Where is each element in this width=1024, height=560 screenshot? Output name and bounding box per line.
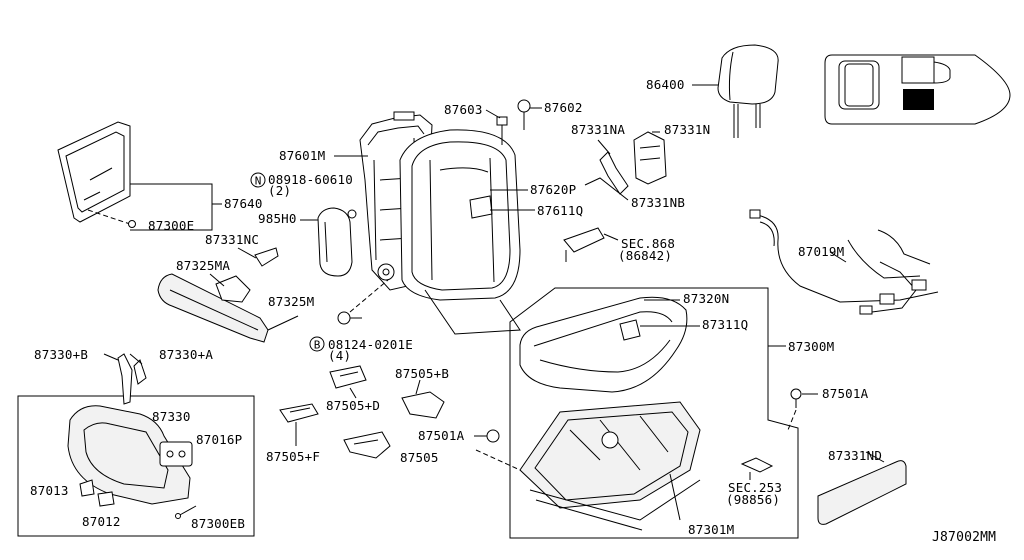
label-87331N: 87331N bbox=[664, 122, 711, 137]
circle-marker-n-text: N bbox=[255, 175, 262, 188]
label-87311Q: 87311Q bbox=[702, 317, 749, 332]
circle-marker-b-text: B bbox=[314, 339, 321, 352]
label-87013: 87013 bbox=[30, 483, 69, 498]
side-shield-group-box bbox=[17, 395, 255, 537]
label-87016P: 87016P bbox=[196, 432, 243, 447]
label-985H0: 985H0 bbox=[258, 211, 297, 226]
label-87019M: 87019M bbox=[798, 244, 845, 259]
label-08124-qty: (4) bbox=[328, 348, 352, 363]
clip-87501A-right bbox=[787, 388, 818, 431]
label-08918-qty: (2) bbox=[268, 183, 292, 198]
seat-frame-87301M bbox=[475, 401, 701, 531]
seat-cushion-87320N bbox=[519, 296, 700, 393]
label-87325MA: 87325MA bbox=[176, 258, 231, 273]
label-87300E: 87300E bbox=[148, 218, 195, 233]
label-87601M: 87601M bbox=[279, 148, 326, 163]
seatback-cushion bbox=[399, 129, 535, 335]
label-87331NA: 87331NA bbox=[571, 122, 626, 137]
guides-87603-87602 bbox=[485, 99, 542, 145]
label-87331NC: 87331NC bbox=[205, 232, 260, 247]
headrest-86400 bbox=[692, 44, 779, 138]
sensor-sec253 bbox=[740, 457, 774, 480]
label-87640: 87640 bbox=[224, 196, 263, 211]
side-cover-87325M bbox=[157, 273, 299, 343]
label-87325M: 87325M bbox=[268, 294, 315, 309]
airbag-985H0 bbox=[300, 207, 357, 277]
brackets-87330A-87330B bbox=[103, 353, 147, 405]
label-86842: (86842) bbox=[618, 248, 673, 263]
label-87602: 87602 bbox=[544, 100, 583, 115]
belt-buckle-sec868 bbox=[563, 227, 619, 262]
trims-87331NA-N-NB bbox=[584, 131, 667, 201]
label-87320N: 87320N bbox=[683, 291, 730, 306]
label-87012: 87012 bbox=[82, 514, 121, 529]
label-87331ND: 87331ND bbox=[828, 448, 883, 463]
harness-87019M bbox=[749, 209, 939, 315]
seatback-board-87640 bbox=[57, 121, 222, 231]
covers-87505-series bbox=[279, 365, 445, 459]
label-87501A-right: 87501A bbox=[822, 386, 869, 401]
trim-87331ND bbox=[817, 451, 907, 525]
label-87611Q: 87611Q bbox=[537, 203, 584, 218]
label-87505-B: 87505+B bbox=[395, 366, 450, 381]
label-87505-D: 87505+D bbox=[326, 398, 381, 413]
label-87620P: 87620P bbox=[530, 182, 577, 197]
label-sec868: SEC.868 bbox=[621, 236, 676, 251]
circle-marker-n: N bbox=[250, 172, 266, 188]
circle-marker-b: B bbox=[309, 336, 325, 352]
label-87300M: 87300M bbox=[788, 339, 835, 354]
seat-cushion-group-box bbox=[509, 287, 799, 539]
label-87505-F: 87505+F bbox=[266, 449, 321, 464]
label-86400: 86400 bbox=[646, 77, 685, 92]
label-87301M: 87301M bbox=[688, 522, 735, 537]
clip-87501A-left bbox=[474, 429, 500, 443]
label-87330-A: 87330+A bbox=[159, 347, 214, 362]
label-08918-60610: 08918-60610 bbox=[268, 172, 353, 187]
diagram-code: J87002MM bbox=[932, 530, 997, 545]
label-87330: 87330 bbox=[152, 409, 191, 424]
label-87603: 87603 bbox=[444, 102, 483, 117]
label-87300EB: 87300EB bbox=[191, 516, 246, 531]
trim-87331NC bbox=[237, 247, 279, 267]
label-sec253: SEC.253 bbox=[728, 480, 783, 495]
label-08124-0201E: 08124-0201E bbox=[328, 337, 413, 352]
bolt-08124 bbox=[337, 279, 389, 325]
label-87331NB: 87331NB bbox=[631, 195, 686, 210]
label-87501A-left: 87501A bbox=[418, 428, 465, 443]
label-87330-B: 87330+B bbox=[34, 347, 89, 362]
label-98856: (98856) bbox=[726, 492, 781, 507]
label-87505: 87505 bbox=[400, 450, 439, 465]
vehicle-location-inset bbox=[824, 54, 1011, 125]
